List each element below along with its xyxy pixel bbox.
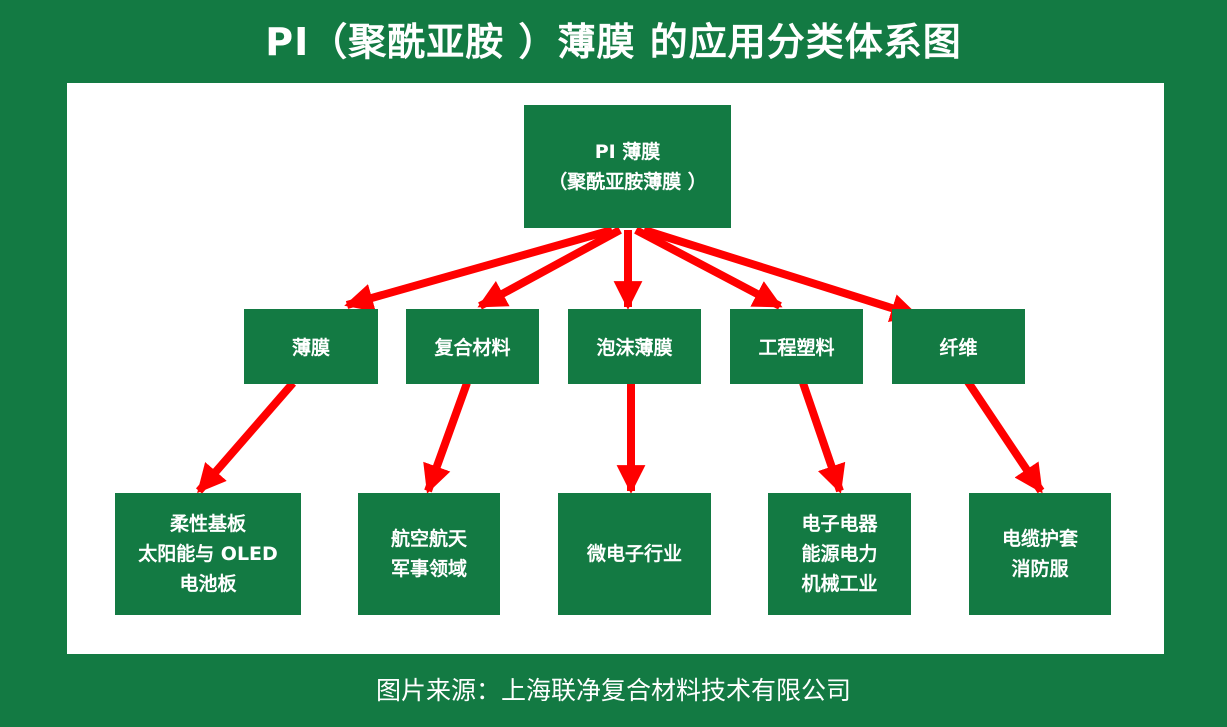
category-node-film: 薄膜	[244, 309, 378, 384]
application-node-aerospace: 航空航天 军事领域	[358, 493, 500, 615]
root-node-line: PI 薄膜	[594, 140, 661, 163]
category-label: 薄膜	[291, 337, 330, 359]
application-line: 柔性基板	[169, 513, 246, 535]
application-node-microelectronics: 微电子行业	[558, 493, 711, 615]
diagram-title: PI（聚酰亚胺 ）薄膜 的应用分类体系图	[265, 20, 962, 64]
application-line: 能源电力	[801, 543, 878, 565]
application-node-flexible-substrate: 柔性基板 太阳能与 OLED 电池板	[115, 493, 301, 615]
root-node-line: （聚酰亚胺薄膜 ）	[548, 170, 707, 193]
image-source-caption: 图片来源：上海联净复合材料技术有限公司	[375, 676, 851, 705]
category-label: 复合材料	[434, 337, 511, 359]
category-node-engineering-plastic: 工程塑料	[730, 309, 863, 384]
category-label: 泡沫薄膜	[596, 337, 673, 359]
root-node-pi-film: PI 薄膜 （聚酰亚胺薄膜 ）	[524, 105, 731, 228]
application-line: 电子电器	[801, 513, 878, 535]
category-node-foam-film: 泡沫薄膜	[568, 309, 701, 384]
application-line: 消防服	[1011, 558, 1069, 580]
application-node-electronics: 电子电器 能源电力 机械工业	[768, 493, 911, 615]
application-node-cable-sheath: 电缆护套 消防服	[969, 493, 1111, 615]
application-line: 航空航天	[390, 528, 467, 550]
application-line: 军事领域	[390, 558, 467, 580]
category-label: 纤维	[939, 337, 978, 359]
category-node-fiber: 纤维	[892, 309, 1025, 384]
category-label: 工程塑料	[758, 337, 835, 359]
application-line: 机械工业	[801, 573, 878, 595]
application-line: 电池板	[179, 573, 237, 595]
application-line: 电缆护套	[1001, 528, 1078, 550]
application-line: 太阳能与 OLED	[138, 543, 278, 565]
application-line: 微电子行业	[586, 543, 682, 565]
category-node-composite: 复合材料	[406, 309, 539, 384]
